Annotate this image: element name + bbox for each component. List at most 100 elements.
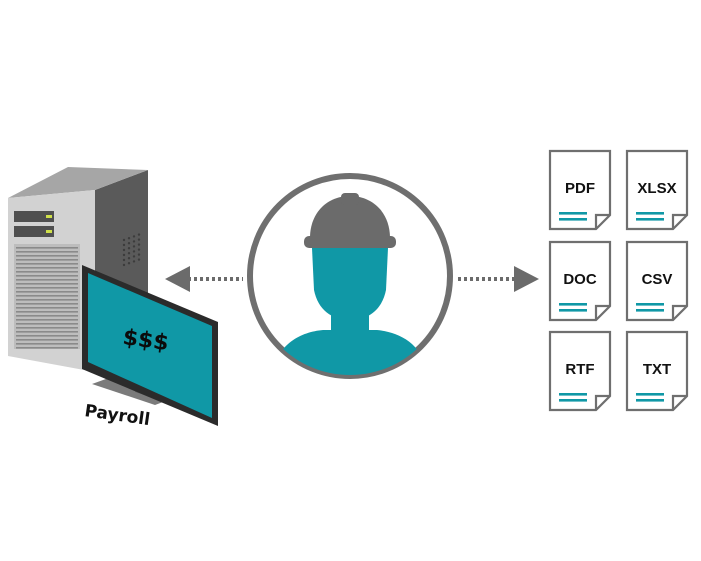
vent-hole xyxy=(127,252,131,255)
vent-hole xyxy=(127,257,131,260)
vent-slot xyxy=(16,327,78,329)
document-format-label: CSV xyxy=(642,271,673,288)
document-doc-icon: DOC xyxy=(548,240,612,322)
vent-hole xyxy=(122,238,126,242)
vent-hole xyxy=(132,260,136,263)
vent-slot xyxy=(16,319,78,321)
vent-hole xyxy=(127,247,131,250)
document-fold xyxy=(594,304,610,320)
document-fold xyxy=(594,213,610,229)
drive-led-1 xyxy=(46,215,52,218)
hard-hat-dome xyxy=(310,196,390,238)
vent-hole xyxy=(137,253,141,256)
document-page xyxy=(548,330,612,412)
vent-grill xyxy=(16,247,78,349)
document-line xyxy=(636,393,664,396)
document-format-label: RTF xyxy=(565,361,594,378)
vent-slot xyxy=(16,247,78,249)
drive-bay-1 xyxy=(14,211,54,222)
document-line xyxy=(636,212,664,215)
monitor-screen xyxy=(88,273,212,418)
document-csv-icon: CSV xyxy=(625,240,689,322)
vent-slot xyxy=(16,295,78,297)
document-page xyxy=(625,330,689,412)
vent-slot xyxy=(16,331,78,333)
vent-hole xyxy=(137,233,141,236)
vent-hole xyxy=(132,245,136,248)
document-line xyxy=(559,399,587,402)
vent-hole xyxy=(137,248,141,251)
vent-slot xyxy=(16,263,78,265)
vent-slot xyxy=(16,251,78,253)
vent-slot xyxy=(16,299,78,301)
document-line xyxy=(559,393,587,396)
document-pdf-icon: PDF xyxy=(548,149,612,231)
payroll-label: Payroll xyxy=(83,401,151,430)
document-txt-icon: TXT xyxy=(625,330,689,412)
vent-hole xyxy=(132,235,136,238)
vent-slot xyxy=(16,307,78,309)
vent-slot xyxy=(16,259,78,261)
dotted-arrow-right-icon xyxy=(458,266,539,292)
document-format-label: PDF xyxy=(565,180,595,197)
vent-slot xyxy=(16,291,78,293)
document-line xyxy=(559,303,587,306)
vent-slot xyxy=(16,315,78,317)
vent-slot xyxy=(16,323,78,325)
document-line xyxy=(636,309,664,312)
vent-hole xyxy=(137,243,141,246)
avatar-head xyxy=(312,248,388,320)
vent-slot xyxy=(16,271,78,273)
vent-hole xyxy=(137,238,141,241)
vent-slot xyxy=(16,339,78,341)
document-format-label: XLSX xyxy=(637,180,676,197)
vent-hole xyxy=(122,243,126,247)
vent-hole xyxy=(132,250,136,253)
vent-hole xyxy=(122,253,126,257)
document-fold xyxy=(671,213,687,229)
vent-slot xyxy=(16,267,78,269)
vent-hole xyxy=(137,258,141,261)
vent-hole xyxy=(132,240,136,243)
document-rtf-icon: RTF xyxy=(548,330,612,412)
vent-slot xyxy=(16,303,78,305)
document-page xyxy=(548,149,612,231)
vent-hole xyxy=(122,248,126,252)
vent-hole xyxy=(122,258,126,262)
document-line xyxy=(559,212,587,215)
vent-slot xyxy=(16,279,78,281)
document-page xyxy=(625,149,689,231)
vent-hole xyxy=(127,262,131,265)
document-format-label: TXT xyxy=(643,361,671,378)
tower-top xyxy=(8,167,148,198)
hard-hat-brim xyxy=(304,236,396,248)
vent-slot xyxy=(16,255,78,257)
vent-slot xyxy=(16,283,78,285)
vent-slot xyxy=(16,287,78,289)
payroll-computer-icon: $$$ Payroll xyxy=(8,167,218,430)
document-xlsx-icon: XLSX xyxy=(625,149,689,231)
vent-slot xyxy=(16,335,78,337)
hard-hat-ridge xyxy=(341,193,359,205)
drive-led-2 xyxy=(46,230,52,233)
document-fold xyxy=(594,394,610,410)
document-format-label: DOC xyxy=(563,271,597,288)
drive-bay-2 xyxy=(14,226,54,237)
dotted-arrow-left-icon xyxy=(165,266,243,292)
vent-slot xyxy=(16,311,78,313)
vent-hole xyxy=(122,263,126,267)
document-page xyxy=(548,240,612,322)
vent-slot xyxy=(16,275,78,277)
vent-hole xyxy=(132,255,136,258)
document-line xyxy=(636,399,664,402)
document-page xyxy=(625,240,689,322)
export-format-grid: PDF XLSX DOC CSV RTF TXT xyxy=(548,149,689,412)
document-line xyxy=(636,218,664,221)
document-line xyxy=(636,303,664,306)
document-line xyxy=(559,218,587,221)
worker-avatar-icon xyxy=(247,173,453,379)
document-fold xyxy=(671,304,687,320)
document-fold xyxy=(671,394,687,410)
vent-slot xyxy=(16,347,78,349)
